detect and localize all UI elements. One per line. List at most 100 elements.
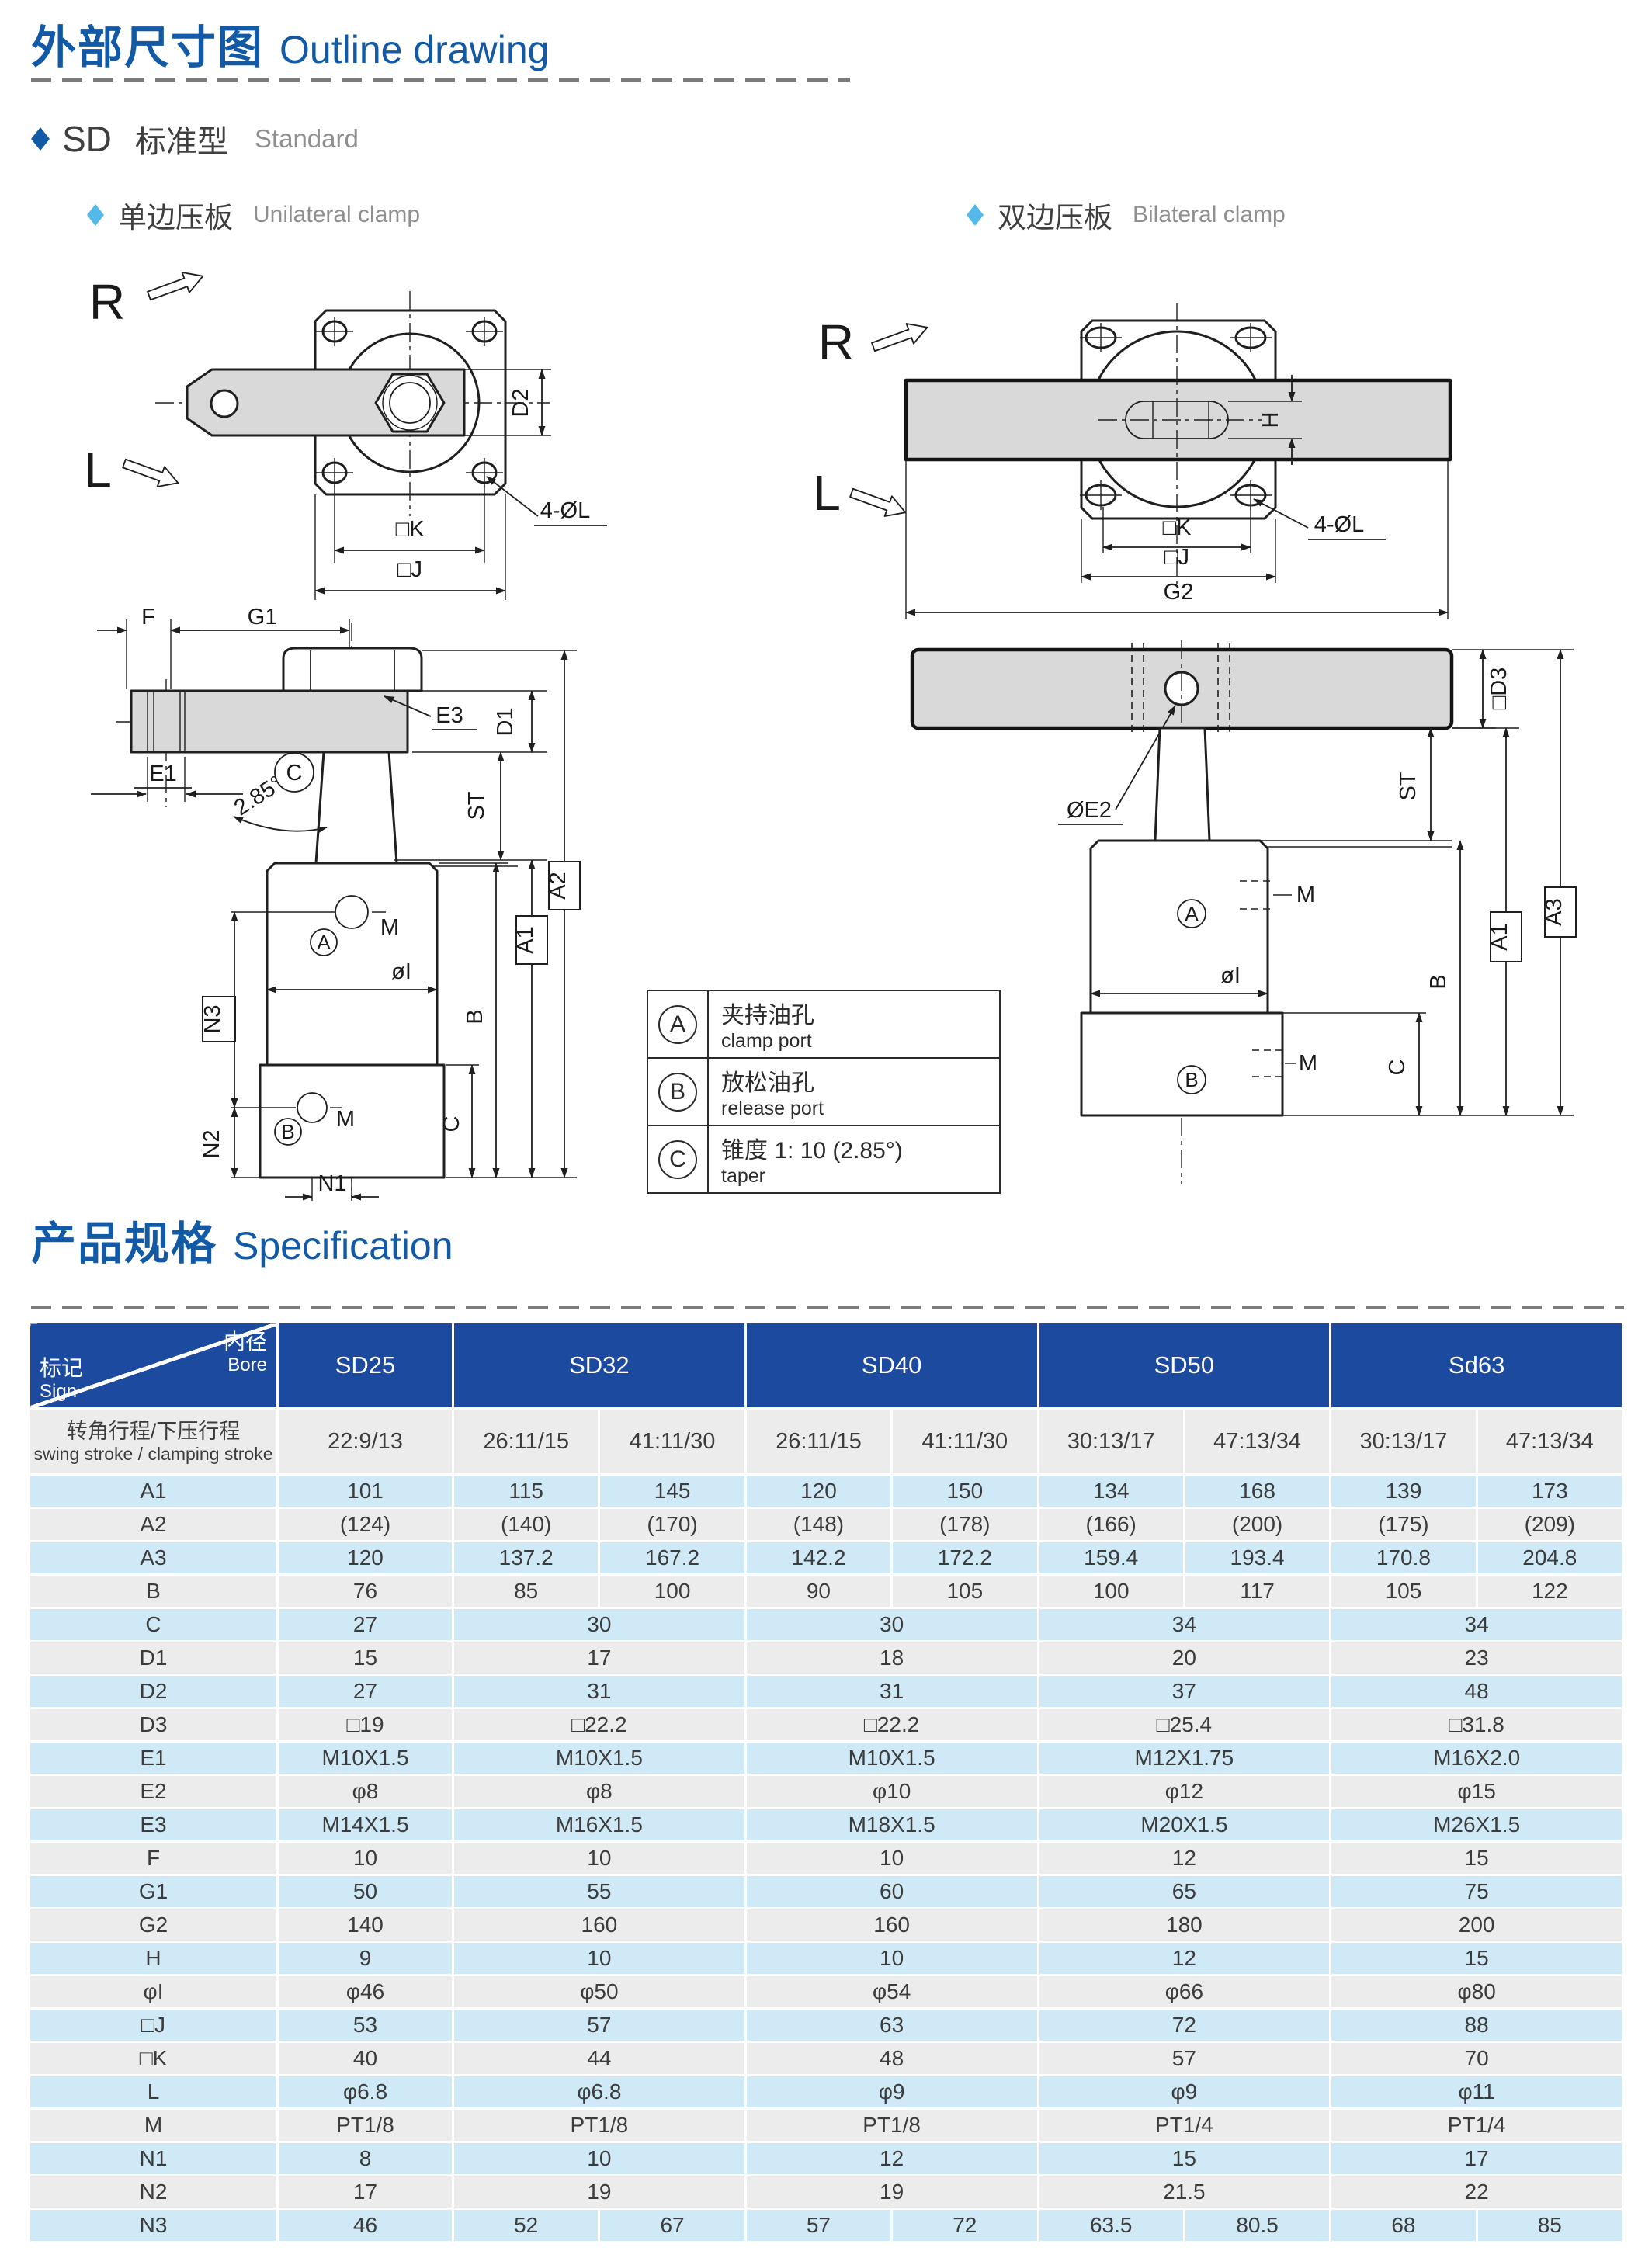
spec-cell: 85 [1475,2208,1625,2243]
spec-cell: M10X1.5 [276,1740,454,1776]
legend-en: clamp port [721,1030,812,1052]
spec-cell: 10 [452,1840,747,1876]
spec-row-label: E3 [28,1807,279,1843]
spec-cell: 72 [890,2208,1039,2243]
spec-section-title: 产品规格 Specification [31,1207,453,1272]
spec-cell: 193.4 [1182,1540,1332,1576]
port-b-marker [1177,1065,1206,1094]
clamp-arm-side [130,689,409,754]
clamp-port-hole [335,895,369,929]
spec-cell: φ54 [744,1974,1039,2010]
drawing-unilateral-front-view: F G1 E1 C 2.8 [91,605,581,1201]
spec-cell: 20 [1036,1640,1332,1676]
spec-row-label: F [28,1840,279,1876]
spec-cell: 63.5 [1036,2208,1185,2243]
cylinder-base [1080,1011,1284,1117]
legend-key-a: A [658,1004,697,1044]
svg-text:2.85°: 2.85° [230,772,287,821]
spec-title-zh: 产品规格 [31,1219,218,1269]
svg-text:H: H [1258,412,1283,428]
port-a-marker [1177,899,1206,928]
series-heading: SD 标准型 Standard [31,116,359,161]
cylinder-body [1089,839,1269,1015]
outline-section-title: 外部尺寸图 Outline drawing [31,11,549,76]
spec-cell: 8 [276,2141,454,2176]
diamond-icon [31,127,50,151]
spec-row-label: φI [28,1974,279,2010]
rotate-left-arrow-icon [849,487,907,517]
bore-header: SD32 [452,1321,747,1410]
port-a-letter: A [317,931,331,954]
dim-h: H [1228,375,1302,465]
dim-a2: A2 [422,650,581,1178]
spec-cell: 10 [276,1840,454,1876]
spec-cell: 34 [1036,1607,1332,1642]
rotate-right-arrow-icon [871,323,928,352]
spec-cell: 26:11/15 [451,1407,601,1476]
spec-title-en: Specification [233,1224,453,1268]
spec-cell: 10 [744,1840,1039,1876]
spec-row-label: B [28,1573,279,1609]
spec-cell: 70 [1329,2041,1624,2076]
spec-row-label: E1 [28,1740,279,1776]
spec-cell: φ10 [744,1774,1039,1809]
spec-cell: 47:13/34 [1182,1407,1332,1476]
spec-cell: 134 [1036,1473,1185,1509]
spec-cell: 105 [890,1573,1039,1609]
spec-cell: 10 [452,1941,747,1976]
spec-row-label: G2 [28,1907,279,1943]
series-code: SD [62,119,112,159]
hex-nut-side [282,647,423,692]
drawing-bilateral-top-view: R L H [813,303,1452,619]
port-a-letter: A [1185,902,1199,925]
spec-cell: 12 [744,2141,1039,2176]
dim-phi-e2: ØE2 [1058,705,1176,825]
port-m-label: M [380,915,399,940]
dim-k: □K [1102,507,1251,553]
spec-cell: 120 [744,1473,894,1509]
spec-cell: 105 [1329,1573,1478,1609]
spec-cell: φ6.8 [452,2074,747,2110]
spec-cell: φ80 [1329,1974,1624,2010]
spec-cell: 10 [744,1941,1039,1976]
spec-cell: PT1/8 [452,2107,747,2143]
spec-row: D3□19□22.2□22.2□25.4□31.8 [28,1707,1624,1743]
spec-cell: (200) [1182,1507,1332,1542]
legend-row: A 夹持油孔 clamp port [647,990,1001,1059]
spec-row-label: D3 [28,1707,279,1743]
spec-row: A2(124)(140)(170)(148)(178)(166)(200)(17… [28,1507,1625,1542]
svg-text:D2: D2 [508,388,533,417]
spec-cell: 48 [1329,1674,1624,1709]
spec-cell: 50 [276,1874,454,1909]
svg-text:B: B [1426,974,1451,989]
dim-n1: N1 [285,1171,379,1201]
svg-text:□J: □J [1164,545,1189,570]
bolt-holes [1080,323,1272,510]
spec-cell: 10 [452,2141,747,2176]
dim-d3: □D3 [1452,649,1511,729]
spec-cell: 142.2 [744,1540,894,1576]
spec-cell: (166) [1036,1507,1185,1542]
spec-cell: 31 [452,1674,747,1709]
spec-cell: 60 [744,1874,1039,1909]
spec-row-label: A3 [28,1540,279,1576]
bilateral-heading: 双边压板 Bilateral clamp [967,194,1286,236]
legend-zh: 夹持油孔 [721,1003,814,1028]
drawing-bilateral-front-view: ØE2 □D3 ST A M øI [910,640,1577,1184]
spec-cell: φ12 [1036,1774,1332,1809]
spec-row-label: N3 [28,2208,279,2243]
spec-cell: 167.2 [598,1540,747,1576]
spec-header-row: 内径 Bore 标记 Sign SD25 SD32 SD40 SD50 Sd63 [28,1321,1624,1410]
spec-cell: 100 [1036,1573,1185,1609]
spec-cell: (124) [276,1507,454,1542]
bore-header: Sd63 [1329,1321,1624,1410]
spec-cell: 15 [276,1640,454,1676]
bore-header: SD25 [276,1321,454,1410]
legend-en: taper [721,1165,765,1187]
spec-cell: 55 [452,1874,747,1909]
